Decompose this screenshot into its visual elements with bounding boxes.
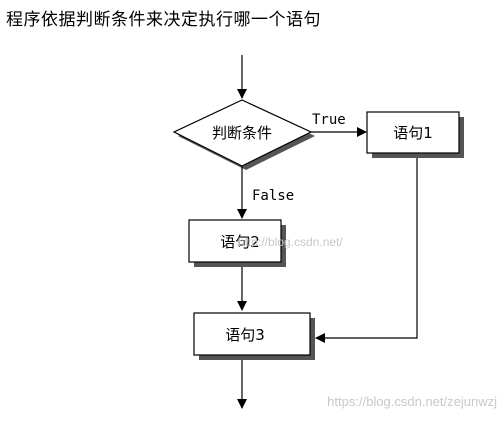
false-label: False [252,188,294,204]
condition-label: 判断条件 [212,124,272,142]
statement2-label: 语句2 [220,233,260,251]
statement3-node: 语句3 [193,312,315,360]
diagram-caption: 程序依据判断条件来决定执行哪一个语句 [6,10,321,30]
condition-node: 判断条件 [172,99,315,170]
s1-to-s3-arrow [315,158,418,343]
statement3-label: 语句3 [225,326,265,344]
watermark-bottom: https://blog.csdn.net/zejunwzj [327,394,497,409]
statement2-node: 语句2 [188,219,286,267]
statement3-box [193,312,311,356]
statement2-box [188,219,282,263]
statement1-label: 语句1 [393,124,433,142]
statement1-node: 语句1 [366,111,464,158]
watermark-center: http://blog.csdn.net/ [238,235,343,249]
true-label: True [312,112,346,128]
statement1-box [366,111,460,154]
